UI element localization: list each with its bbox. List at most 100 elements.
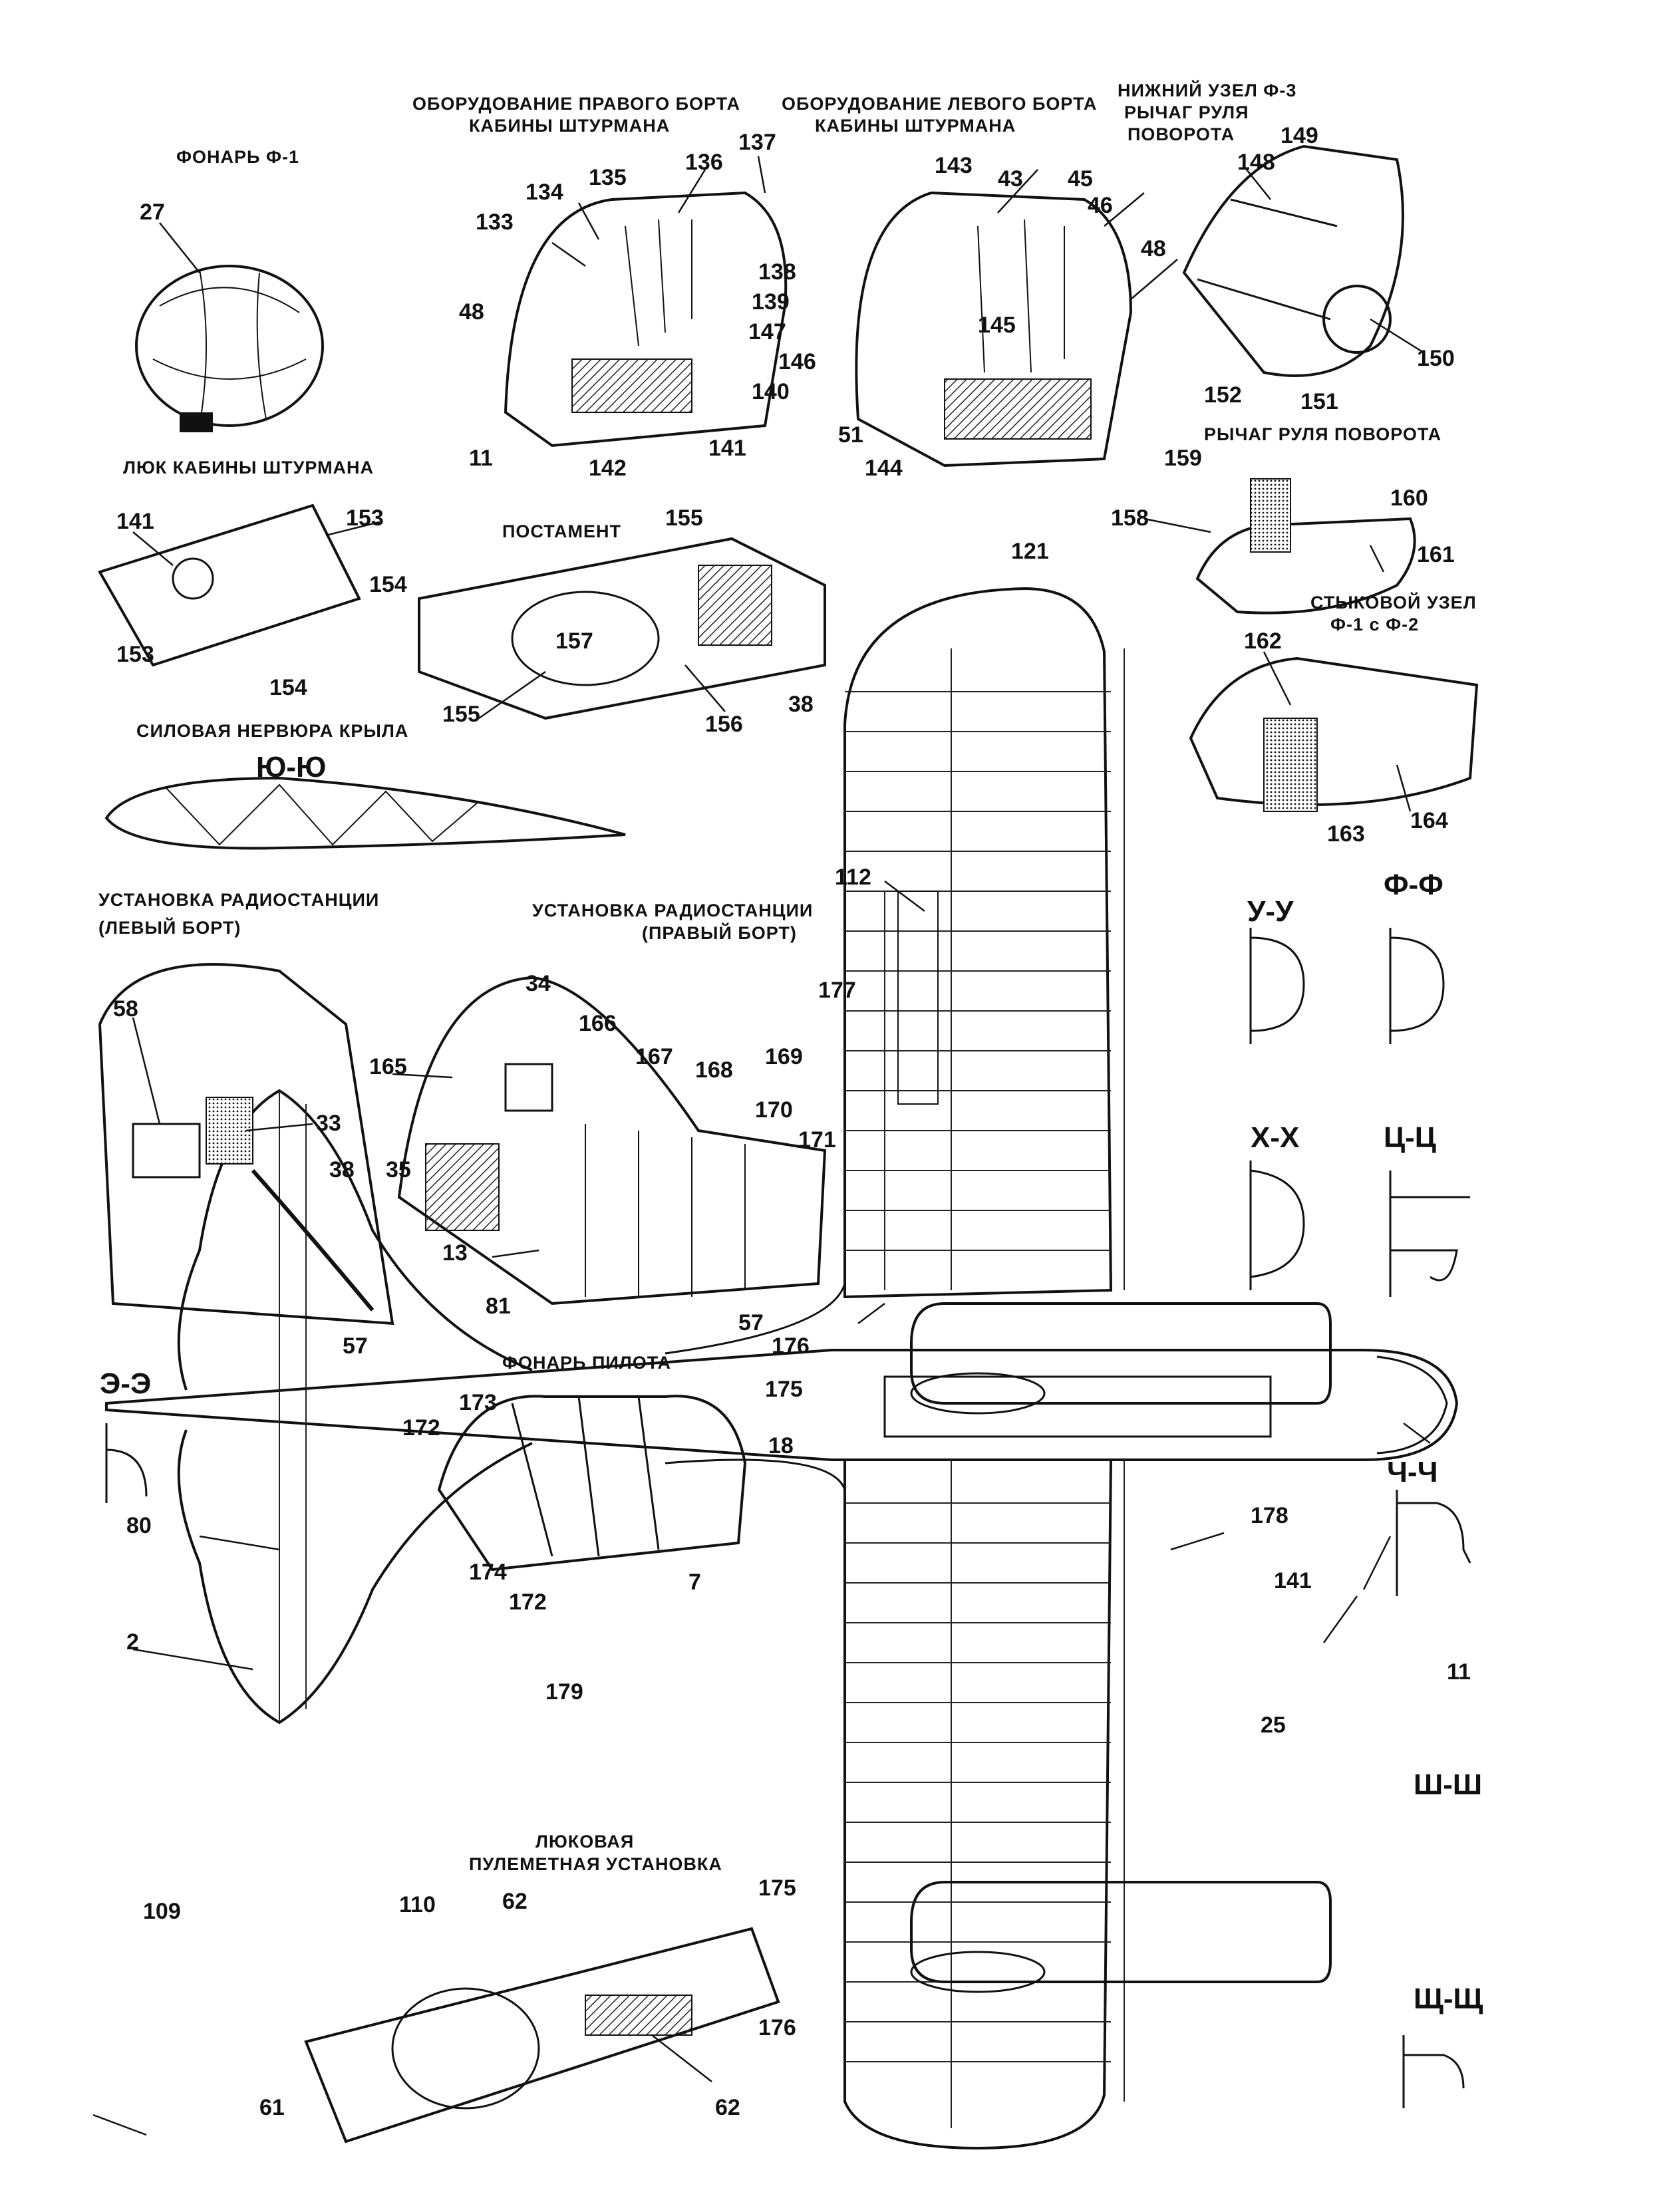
callout-164: 164 <box>1410 808 1448 833</box>
tailplane-upper <box>177 1089 533 1391</box>
callout-155-lower: 155 <box>442 702 480 727</box>
callout-154-lower: 154 <box>269 675 307 700</box>
section-markers <box>105 928 1471 2108</box>
wing-upper-ribs <box>845 648 1125 1290</box>
callout-11-plan: 11 <box>1447 1659 1471 1685</box>
wing-lower-ribs <box>845 1460 1125 2128</box>
callout-171: 171 <box>798 1127 836 1153</box>
callout-136: 136 <box>685 150 723 175</box>
title-canopy-f1: ФОНАРЬ Ф-1 <box>176 147 299 167</box>
bomb-bay <box>883 1375 1272 1438</box>
callout-62-upper: 62 <box>502 1889 528 1914</box>
callout-134: 134 <box>526 180 563 205</box>
title-left-side-equipment: ОБОРУДОВАНИЕ ЛЕВОГО БОРТА <box>782 94 1097 114</box>
callout-109: 109 <box>143 1899 181 1924</box>
section-u: У-У <box>1247 895 1294 928</box>
callout-150: 150 <box>1417 346 1455 371</box>
callout-161: 161 <box>1417 542 1455 567</box>
callout-48-left: 48 <box>1141 236 1166 261</box>
title-radio-right-side: (ПРАВЫЙ БОРТ) <box>642 922 797 943</box>
title-hatch-gun: ЛЮКОВАЯ <box>535 1832 634 1852</box>
callout-110: 110 <box>399 1892 436 1917</box>
callout-178: 178 <box>1251 1503 1288 1528</box>
title-left-side-cabin: КАБИНЫ ШТУРМАНА <box>815 116 1016 136</box>
callout-80: 80 <box>126 1513 152 1538</box>
title-joint: СТЫКОВОЙ УЗЕЛ <box>1310 592 1477 613</box>
callout-158: 158 <box>1111 505 1149 531</box>
callout-145: 145 <box>978 313 1016 338</box>
title-lower-node: НИЖНИЙ УЗЕЛ Ф-3 <box>1118 80 1296 100</box>
callout-2: 2 <box>126 1629 139 1655</box>
callout-58: 58 <box>113 996 138 1022</box>
callout-168: 168 <box>695 1057 733 1083</box>
section-ts: Ц-Ц <box>1384 1121 1436 1154</box>
title-right-side-cabin: КАБИНЫ ШТУРМАНА <box>469 116 670 136</box>
section-sh: Ш-Ш <box>1414 1768 1482 1801</box>
callout-13: 13 <box>442 1240 468 1266</box>
callout-61: 61 <box>259 2095 285 2120</box>
title-radio-left-side: (ЛЕВЫЙ БОРТ) <box>98 917 241 938</box>
callout-57-left: 57 <box>343 1333 368 1359</box>
callout-138: 138 <box>758 259 796 285</box>
callout-175-lower: 175 <box>758 1875 796 1901</box>
callout-174: 174 <box>469 1560 507 1585</box>
nose-glazing <box>1376 1355 1448 1454</box>
callout-172-lower: 172 <box>509 1590 547 1615</box>
callout-34: 34 <box>526 971 551 996</box>
callout-141-right: 141 <box>708 436 746 461</box>
detail-radio-right <box>397 976 827 1306</box>
callout-147: 147 <box>748 319 786 345</box>
callout-43: 43 <box>998 166 1023 192</box>
section-f: Ф-Ф <box>1384 869 1443 901</box>
callout-141-plan: 141 <box>1274 1568 1312 1593</box>
section-h: Х-Х <box>1251 1121 1299 1154</box>
callout-148: 148 <box>1237 150 1275 175</box>
section-yu: Ю-Ю <box>256 751 326 783</box>
callout-160: 160 <box>1390 485 1428 511</box>
callout-144: 144 <box>865 456 903 481</box>
callout-152: 152 <box>1204 382 1242 408</box>
callout-25: 25 <box>1261 1713 1286 1738</box>
section-labels: Ю-Ю У-У Ф-Ф Х-Х Ц-Ц Э-Э Ч-Ч Ш-Ш Щ-Щ <box>100 751 1483 2015</box>
callout-176-lower: 176 <box>758 2015 796 2040</box>
title-rudder-lever: РЫЧАГ РУЛЯ ПОВОРОТА <box>1204 424 1441 444</box>
section-e: Э-Э <box>100 1367 151 1400</box>
title-right-side-equipment: ОБОРУДОВАНИЕ ПРАВОГО БОРТА <box>412 94 740 114</box>
detail-wing-rib <box>104 776 626 850</box>
title-pedestal: ПОСТАМЕНТ <box>502 521 621 541</box>
callout-177: 177 <box>818 978 856 1003</box>
callout-157: 157 <box>555 628 593 654</box>
callout-139: 139 <box>752 289 790 315</box>
callout-140: 140 <box>752 379 790 404</box>
title-hatch-gun-mount: ПУЛЕМЕТНАЯ УСТАНОВКА <box>469 1854 722 1874</box>
fuselage-outline <box>105 1349 1459 1461</box>
callouts: 27 133 134 135 136 137 138 139 147 146 1… <box>113 123 1471 2120</box>
section-ch: Ч-Ч <box>1387 1456 1437 1488</box>
callout-35: 35 <box>386 1157 411 1182</box>
title-pilot-canopy: ФОНАРЬ ПИЛОТА <box>502 1353 671 1373</box>
callout-33: 33 <box>316 1111 341 1136</box>
callout-154-upper: 154 <box>369 572 407 597</box>
callout-175-upper: 175 <box>765 1377 803 1402</box>
callout-165: 165 <box>369 1054 407 1079</box>
callout-146: 146 <box>778 349 816 374</box>
callout-7: 7 <box>688 1570 701 1595</box>
detail-right-side-equipment <box>504 191 788 448</box>
section-shch: Щ-Щ <box>1414 1983 1483 2015</box>
callout-176-upper: 176 <box>772 1333 810 1359</box>
callout-46: 46 <box>1088 193 1113 218</box>
detail-lower-node-f3 <box>1182 144 1404 377</box>
plan-view-airframe <box>105 587 1471 2150</box>
callout-38-radio: 38 <box>329 1157 355 1182</box>
callout-179: 179 <box>545 1679 583 1705</box>
callout-149: 149 <box>1281 123 1318 148</box>
callout-142: 142 <box>589 456 627 481</box>
callout-137: 137 <box>738 130 776 155</box>
callout-173: 173 <box>459 1390 497 1415</box>
wing-lower-outline <box>843 1458 1113 2150</box>
callout-141-hatch: 141 <box>116 509 154 534</box>
title-radio-right: УСТАНОВКА РАДИОСТАНЦИИ <box>532 900 813 920</box>
detail-rudder-lever <box>1195 478 1416 615</box>
callout-153-upper: 153 <box>346 505 384 531</box>
